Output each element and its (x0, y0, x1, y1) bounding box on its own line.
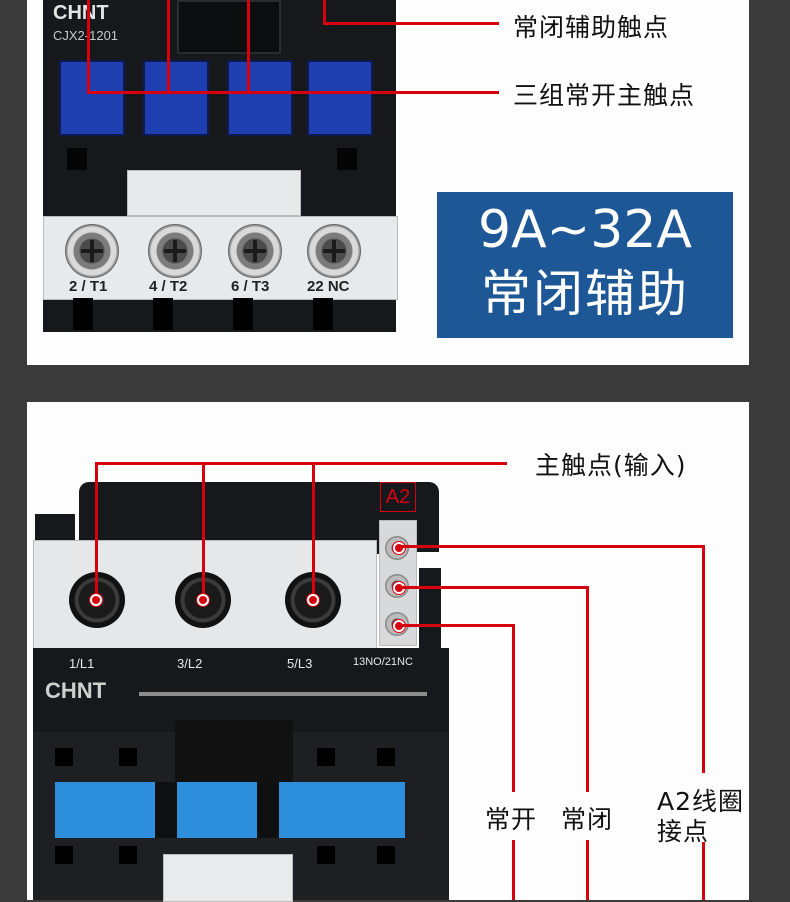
coil-line-horizontal (401, 545, 705, 548)
main-input-line-horizontal (95, 462, 507, 465)
callout-main-input: 主触点(输入) (535, 451, 687, 480)
terminal-screw-nc (307, 224, 361, 278)
callout-line-nc-horizontal (323, 22, 499, 25)
terminal-screw-t1 (65, 224, 119, 278)
vent-square (337, 148, 357, 170)
callout-line-main-v2 (167, 0, 170, 94)
vent-square (377, 846, 395, 864)
aux-side-clip (419, 568, 441, 648)
aux-contact-window (177, 0, 281, 54)
callout-nc-aux-contact: 常闭辅助触点 (513, 13, 670, 42)
vent-square (55, 748, 73, 766)
rating-description: 常闭辅助 (481, 265, 689, 323)
slider-divider (155, 782, 177, 838)
nc-line-vertical-top (586, 586, 589, 792)
rating-box: 9A~32A 常闭辅助 (437, 192, 733, 338)
mount-foot (73, 298, 93, 330)
vent-square (317, 846, 335, 864)
blue-slot-2 (143, 60, 209, 136)
no-line-vertical-bottom (512, 840, 515, 900)
blue-slider-bar (55, 782, 405, 838)
slider-divider (257, 782, 279, 838)
top-model-label: CJX2-1201 (53, 28, 119, 43)
blue-slot-4 (307, 60, 373, 136)
terminal-label-t3: 6 / T3 (231, 278, 270, 295)
mount-foot (313, 298, 333, 330)
main-input-line-v1 (95, 462, 98, 598)
callout-no: 常开 (485, 805, 538, 834)
main-input-line-v3 (312, 462, 315, 598)
mount-foot (233, 298, 253, 330)
vent-square (119, 748, 137, 766)
bottom-product-panel: 1/L1 3/L2 5/L3 13NO/21NC CHNT A2 主触点(输入)… (27, 402, 749, 902)
brand-underline-bar (139, 692, 427, 696)
callout-nc: 常闭 (561, 805, 614, 834)
nc-line-vertical-bottom (586, 840, 589, 900)
coil-line-vertical-bottom (702, 842, 705, 900)
bottom-label-plate (163, 854, 293, 902)
terminal-screw-t2 (148, 224, 202, 278)
vent-square (67, 148, 87, 170)
callout-line-nc-vertical (323, 0, 326, 24)
terminal-label-t2: 4 / T2 (149, 278, 188, 295)
terminal-label-t1: 2 / T1 (69, 278, 108, 295)
center-actuator-block (175, 720, 293, 790)
terminal-label-aux: 13NO/21NC (353, 656, 413, 668)
a2-tag: A2 (380, 482, 416, 512)
vent-square (119, 846, 137, 864)
terminal-label-l2: 3/L2 (177, 656, 203, 671)
rating-current-range: 9A~32A (478, 200, 692, 260)
main-input-dot-1 (90, 594, 102, 606)
callout-line-main-horizontal (87, 91, 499, 94)
terminal-screw-t3 (228, 224, 282, 278)
main-input-dot-3 (307, 594, 319, 606)
mount-foot (153, 298, 173, 330)
callout-line-main-v3 (247, 0, 250, 94)
top-product-panel: CHNT CJX2-1201 2 / T1 4 / T2 6 / T3 22 N… (27, 0, 749, 365)
main-input-line-v2 (202, 462, 205, 598)
vent-square (377, 748, 395, 766)
terminal-label-l3: 5/L3 (287, 656, 313, 671)
terminal-label-nc: 22 NC (307, 278, 350, 295)
terminal-label-l1: 1/L1 (69, 656, 95, 671)
callout-line-main-v1 (87, 0, 90, 94)
no-line-vertical-top (512, 624, 515, 792)
main-input-dot-2 (197, 594, 209, 606)
callout-main-contacts: 三组常开主触点 (513, 81, 696, 110)
coil-dot (393, 542, 405, 554)
bottom-brand-logo: CHNT (45, 678, 107, 703)
no-line-horizontal (401, 624, 515, 627)
blue-slot-3 (227, 60, 293, 136)
top-brand-logo: CHNT (53, 2, 109, 24)
callout-coil-line2: 接点 (657, 817, 710, 846)
nc-line-horizontal (401, 586, 589, 589)
blue-slot-1 (59, 60, 125, 136)
label-plate (127, 170, 301, 216)
vent-square (55, 846, 73, 864)
coil-line-vertical-top (702, 545, 705, 773)
callout-coil-line1: A2线圈 (657, 787, 745, 816)
vent-square (317, 748, 335, 766)
